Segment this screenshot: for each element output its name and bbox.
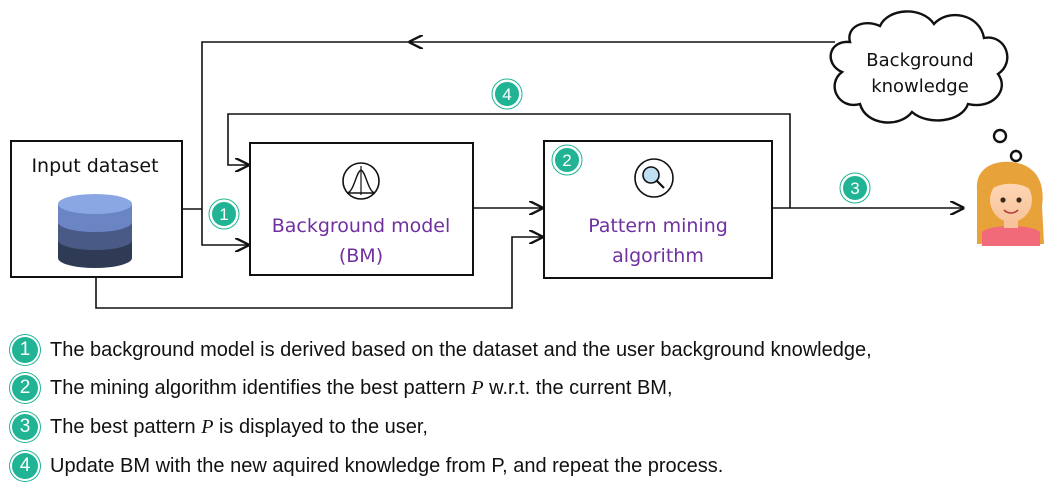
input-dataset-label: Input dataset: [31, 155, 158, 177]
step-badge-1: 1: [208, 198, 240, 230]
pattern-mining-box: Pattern mining algorithm: [543, 140, 773, 279]
step-badge-3: 3: [839, 172, 871, 204]
legend-item-4: 4 Update BM with the new aquired knowled…: [12, 450, 723, 482]
background-model-box: Background model (BM): [249, 142, 474, 276]
input-dataset-box: Input dataset: [10, 140, 183, 278]
svg-text:3: 3: [850, 179, 859, 198]
legend-text: The best pattern P is displayed to the u…: [50, 415, 428, 438]
dataset-to-pm-line: [95, 237, 542, 309]
legend-item-3: 3 The best pattern P is displayed to the…: [12, 411, 428, 443]
pattern-mining-label: Pattern mining: [588, 215, 728, 237]
legend-text: The background model is derived based on…: [50, 338, 872, 361]
legend-text: Update BM with the new aquired knowledge…: [50, 454, 724, 477]
legend-item-2: 2 The mining algorithm identifies the be…: [12, 372, 673, 404]
cloud-label-line1: Background: [866, 50, 973, 71]
cloud-label-line2: knowledge: [871, 76, 969, 97]
legend-item-1: 1 The background model is derived based …: [12, 334, 872, 366]
svg-text:4: 4: [502, 85, 511, 104]
thought-cloud-icon: Background knowledge: [829, 10, 1023, 163]
user-avatar-icon: [976, 161, 1044, 246]
step-badge-2: 2: [551, 144, 583, 176]
workflow-diagram: Input dataset Background model (BM) P: [10, 10, 1044, 309]
pattern-mining-label-2: algorithm: [612, 245, 704, 267]
background-model-label: Background model: [272, 215, 451, 237]
magnifier-icon: [634, 158, 674, 198]
step-number-badge: 4: [12, 453, 38, 479]
svg-text:1: 1: [219, 205, 228, 224]
bell-curve-icon: [342, 162, 380, 200]
background-model-abbrev: (BM): [339, 245, 383, 267]
step-badge-4: 4: [491, 78, 523, 110]
connectors: [95, 41, 963, 309]
knowledge-to-bm-line: [201, 41, 410, 245]
legend-text: The mining algorithm identifies the best…: [50, 376, 673, 399]
step-number-badge: 1: [12, 337, 38, 363]
svg-text:2: 2: [562, 151, 571, 170]
step-number-badge: 3: [12, 414, 38, 440]
database-icon: [58, 194, 132, 268]
update-loop-line: [227, 113, 791, 208]
step-number-badge: 2: [12, 375, 38, 401]
